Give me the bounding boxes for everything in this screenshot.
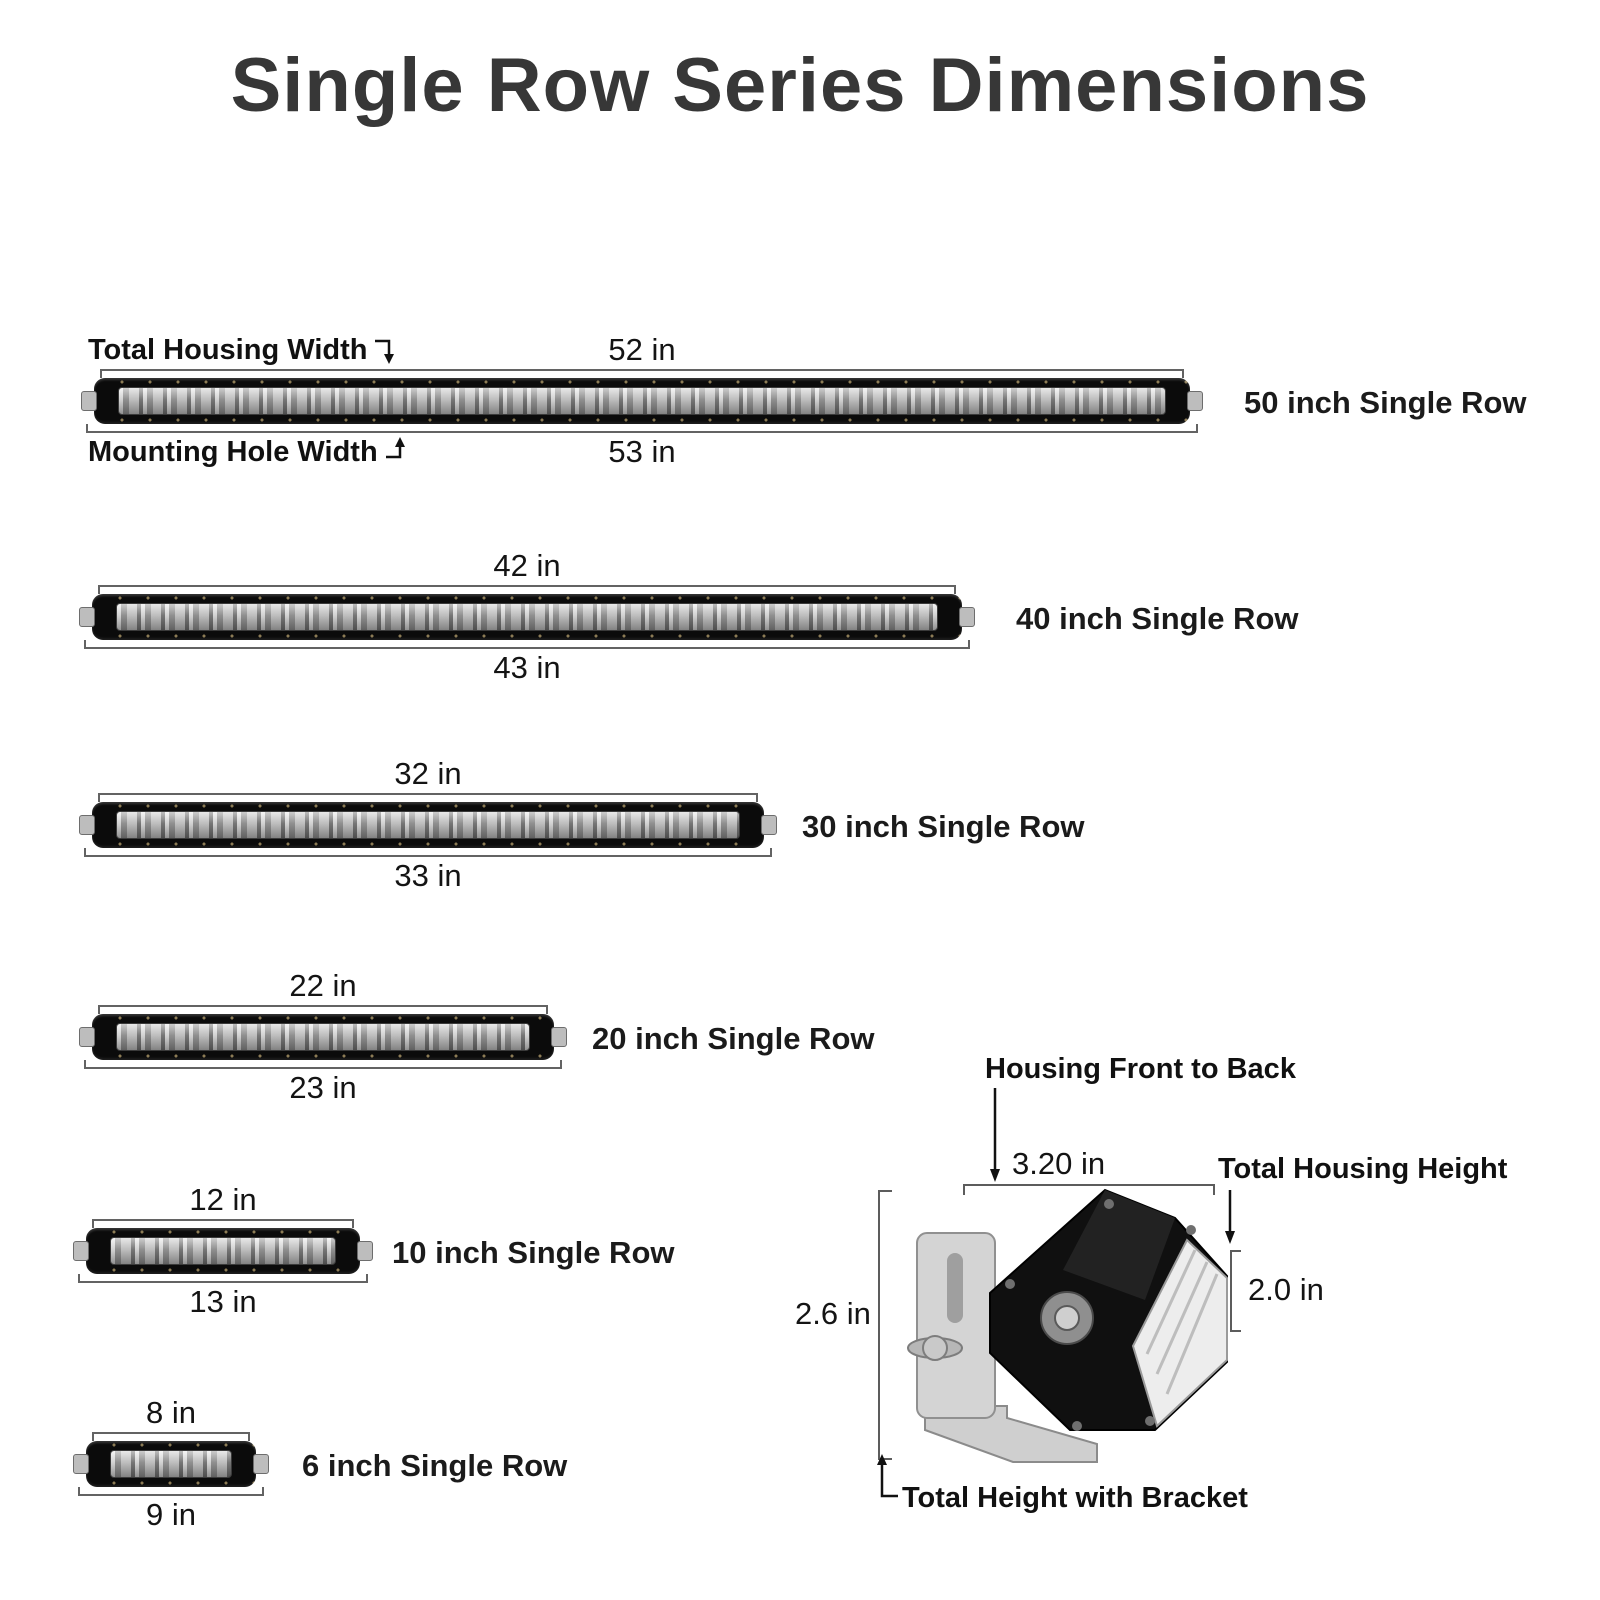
mounting-tab-left bbox=[73, 1241, 89, 1261]
housing-width-value: 12 in bbox=[189, 1182, 257, 1217]
mounting-tab-right bbox=[357, 1241, 373, 1261]
mounting-tab-right bbox=[761, 815, 777, 835]
down-arrow-icon bbox=[1225, 1190, 1235, 1244]
mounting-hole-width-text: Mounting Hole Width bbox=[88, 436, 378, 468]
bracket-height-value: 2.6 in bbox=[795, 1296, 871, 1331]
mounting-width-dim-line bbox=[84, 1060, 562, 1069]
front-to-back-dim-line bbox=[963, 1184, 1215, 1195]
mounting-tab-left bbox=[81, 391, 97, 411]
mounting-width-value: 53 in bbox=[608, 434, 676, 469]
lightbar-housing bbox=[73, 1441, 269, 1487]
bar-name: 40 inch Single Row bbox=[1016, 601, 1299, 636]
front-to-back-value: 3.20 in bbox=[1012, 1146, 1106, 1181]
housing-width-value: 32 in bbox=[394, 756, 462, 791]
lightbar-group-6: 8 in 9 in 6 inch Single Row bbox=[73, 1395, 567, 1536]
mounting-hole-width-label: Mounting Hole Width bbox=[88, 435, 410, 469]
mounting-tab-left bbox=[79, 1027, 95, 1047]
bracket-height-dim-line bbox=[878, 1190, 892, 1460]
mounting-tab-left bbox=[79, 607, 95, 627]
elbow-down-arrow-icon bbox=[375, 339, 395, 364]
mounting-width-dim-line bbox=[84, 640, 970, 649]
led-strip bbox=[116, 811, 740, 839]
page-title: Single Row Series Dimensions bbox=[230, 43, 1370, 128]
housing-height-value: 2.0 in bbox=[1248, 1272, 1324, 1307]
total-housing-width-label: Total Housing Width bbox=[88, 333, 399, 367]
housing-height-dim-line bbox=[1230, 1250, 1241, 1332]
housing-width-dim-line bbox=[92, 1432, 250, 1441]
housing-width-value: 52 in bbox=[608, 332, 676, 367]
total-housing-width-text: Total Housing Width bbox=[88, 334, 368, 366]
total-housing-height-label: Total Housing Height bbox=[1218, 1153, 1508, 1185]
mounting-width-dim-line bbox=[78, 1274, 368, 1283]
lightbar-housing bbox=[79, 594, 975, 640]
housing-width-dim-line bbox=[92, 1219, 354, 1228]
lightbar-group-20: 22 in 23 in 20 inch Single Row bbox=[79, 968, 875, 1109]
mounting-width-value: 33 in bbox=[394, 858, 462, 893]
mounting-width-value: 9 in bbox=[146, 1497, 196, 1532]
mounting-width-value: 13 in bbox=[189, 1284, 257, 1319]
lightbar-housing bbox=[79, 1014, 567, 1060]
lightbar-group-30: 32 in 33 in 30 inch Single Row bbox=[79, 756, 1085, 897]
housing-front-to-back-label: Housing Front to Back bbox=[985, 1053, 1296, 1085]
led-strip bbox=[116, 1023, 530, 1051]
housing-width-dim-line bbox=[98, 793, 758, 802]
housing-width-value: 42 in bbox=[493, 548, 561, 583]
bar-name: 6 inch Single Row bbox=[302, 1448, 568, 1483]
bar-name: 20 inch Single Row bbox=[592, 1021, 875, 1056]
mounting-tab-right bbox=[551, 1027, 567, 1047]
mounting-tab-right bbox=[959, 607, 975, 627]
lightbar-housing bbox=[81, 378, 1203, 424]
led-strip bbox=[110, 1450, 232, 1478]
mounting-tab-right bbox=[253, 1454, 269, 1474]
lightbar-group-10: 12 in 13 in 10 inch Single Row bbox=[73, 1182, 675, 1323]
led-strip bbox=[110, 1237, 336, 1265]
mounting-width-value: 23 in bbox=[289, 1070, 357, 1105]
housing-width-dim-line bbox=[100, 369, 1184, 378]
led-strip bbox=[116, 603, 938, 631]
lightbar-housing bbox=[79, 802, 777, 848]
lightbar-housing bbox=[73, 1228, 373, 1274]
mounting-width-dim-line bbox=[84, 848, 772, 857]
mounting-width-dim-line bbox=[78, 1487, 264, 1496]
elbow-up-arrow-icon bbox=[877, 1454, 898, 1498]
lightbar-group-50: Total Housing Width 52 in Mounting Hole … bbox=[81, 332, 1527, 473]
bar-name: 30 inch Single Row bbox=[802, 809, 1085, 844]
mounting-tab-left bbox=[73, 1454, 89, 1474]
mounting-tab-left bbox=[79, 815, 95, 835]
housing-width-value: 8 in bbox=[146, 1395, 196, 1430]
mounting-width-value: 43 in bbox=[493, 650, 561, 685]
bar-name: 50 inch Single Row bbox=[1244, 385, 1527, 420]
lightbar-group-40: 42 in 43 in 40 inch Single Row bbox=[79, 548, 1299, 689]
mounting-width-dim-line bbox=[86, 424, 1198, 433]
lightbar-side-view-drawing bbox=[907, 1188, 1228, 1463]
down-arrow-icon bbox=[990, 1088, 1000, 1182]
total-height-with-bracket-label: Total Height with Bracket bbox=[902, 1482, 1248, 1514]
mounting-tab-right bbox=[1187, 391, 1203, 411]
bar-name: 10 inch Single Row bbox=[392, 1235, 675, 1270]
housing-width-value: 22 in bbox=[289, 968, 357, 1003]
housing-width-dim-line bbox=[98, 585, 956, 594]
led-strip bbox=[118, 387, 1166, 415]
housing-width-dim-line bbox=[98, 1005, 548, 1014]
elbow-up-arrow-icon bbox=[385, 437, 405, 459]
